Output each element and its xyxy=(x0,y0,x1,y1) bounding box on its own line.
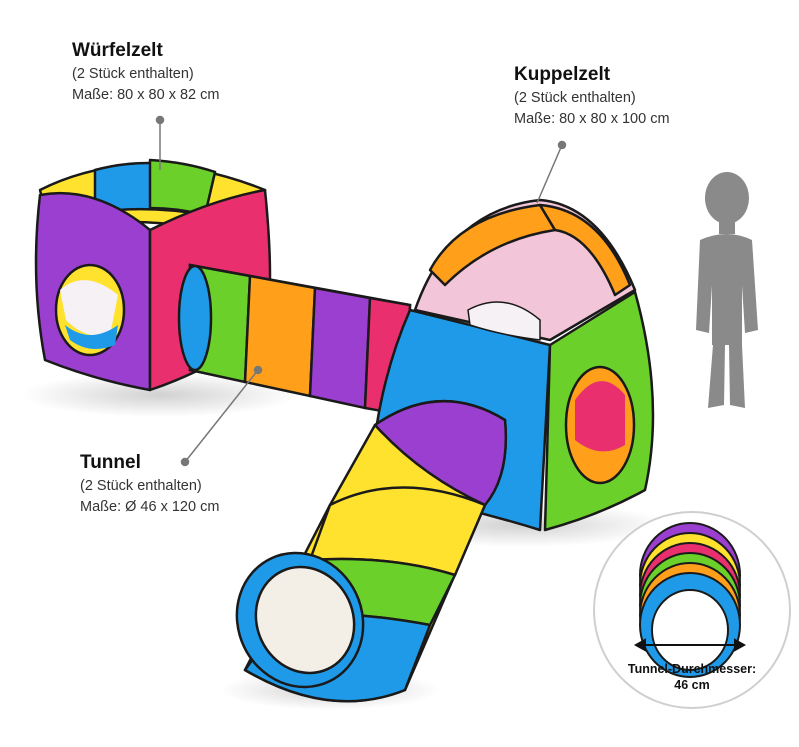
tunnel-diameter-caption: Tunnel-Durchmesser: 46 cm xyxy=(612,661,772,693)
cube-tent-size: Maße: 80 x 80 x 82 cm xyxy=(72,87,220,103)
tunnel-diameter-caption-value: 46 cm xyxy=(674,678,710,692)
tunnel-title: Tunnel xyxy=(80,452,141,473)
cube-tent-title: Würfelzelt xyxy=(72,40,163,61)
tunnel-label: Tunnel (2 Stück enthalten) Maße: Ø 46 x … xyxy=(80,452,219,518)
cube-tent xyxy=(34,158,272,392)
dome-tent-count: (2 Stück enthalten) xyxy=(514,90,636,106)
child-silhouette xyxy=(696,172,758,408)
dome-tent-label: Kuppelzelt (2 Stück enthalten) Maße: 80 … xyxy=(514,64,670,130)
cube-tent-count: (2 Stück enthalten) xyxy=(72,66,194,82)
diameter-arrow-icon xyxy=(633,638,747,652)
tunnel-diameter-caption-label: Tunnel-Durchmesser: xyxy=(627,662,757,676)
tunnel-size: Maße: Ø 46 x 120 cm xyxy=(80,499,220,515)
callout-pointers xyxy=(155,115,567,467)
dome-tent-size: Maße: 80 x 80 x 100 cm xyxy=(514,111,670,127)
tunnel-straight xyxy=(177,263,412,417)
dome-tent-title: Kuppelzelt xyxy=(514,64,611,85)
tunnel-angled xyxy=(235,399,508,703)
cube-tent-label: Würfelzelt (2 Stück enthalten) Maße: 80 … xyxy=(72,40,219,106)
tunnel-count: (2 Stück enthalten) xyxy=(80,478,202,494)
tunnel-diameter-inset xyxy=(593,511,791,709)
